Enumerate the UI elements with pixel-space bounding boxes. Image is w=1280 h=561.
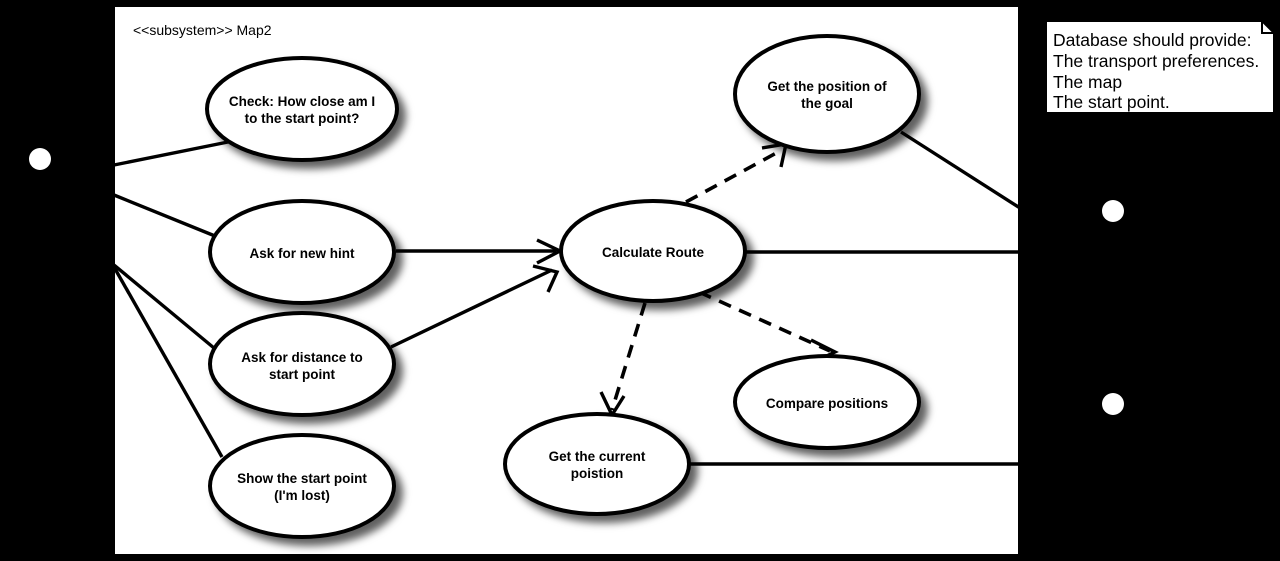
arrowhead-distance-calculate [532, 264, 560, 293]
use-case-label-line-1: Ask for new hint [249, 246, 355, 261]
use-case-label-line-1: Check: How close am I [229, 94, 375, 109]
use-case-ellipse[interactable] [733, 354, 921, 450]
use-case-label-line-2: (I'm lost) [274, 488, 330, 503]
use-case-ellipse[interactable] [559, 199, 747, 303]
use-case-ellipse[interactable] [208, 199, 396, 305]
use-case-check-how-close[interactable]: Check: How close am I to the start point… [205, 56, 399, 162]
use-case-label-line-1: Calculate Route [602, 245, 705, 260]
actor-dot-right-upper[interactable] [1102, 200, 1124, 222]
use-case-get-position-goal[interactable]: Get the position of the goal [733, 34, 921, 154]
use-case-label-line-1: Compare positions [766, 396, 888, 411]
use-case-ellipse[interactable] [208, 311, 396, 417]
include-calculate-currentpos [610, 302, 647, 411]
assoc-distance-calculate [390, 268, 553, 349]
use-case-label-line-1: Get the current [549, 449, 646, 464]
use-case-label-line-2: poistion [571, 466, 624, 481]
use-case-label-line-2: to the start point? [245, 111, 360, 126]
assoc-check-left [113, 140, 229, 167]
use-case-show-start-point[interactable]: Show the start point (I'm lost) [208, 433, 396, 539]
assoc-showstart-left [112, 266, 224, 458]
use-case-calculate-route[interactable]: Calculate Route [559, 199, 747, 303]
assoc-hint-left [113, 193, 216, 238]
use-case-get-current-position[interactable]: Get the current poistion [503, 412, 691, 516]
note-body[interactable] [1045, 20, 1275, 114]
note-database-requirements[interactable]: Database should provide: The transport p… [1045, 18, 1277, 114]
note-line-4: The start point. [1053, 92, 1170, 112]
use-case-label-line-2: the goal [801, 96, 853, 111]
note-fold-icon [1261, 18, 1277, 34]
include-calculate-goal [685, 149, 781, 204]
association-lines [112, 130, 1021, 466]
actor-dot-right-lower[interactable] [1102, 393, 1124, 415]
use-case-ellipse[interactable] [205, 56, 399, 162]
note-line-2: The transport preferences. [1053, 51, 1259, 71]
use-case-label-line-1: Get the position of [767, 79, 887, 94]
use-case-label-line-1: Ask for distance to [241, 350, 363, 365]
include-relations [610, 149, 831, 411]
note-line-1: Database should provide: [1053, 30, 1251, 50]
assoc-goal-right [900, 130, 1021, 210]
actor-dots [29, 148, 1124, 415]
subsystem-label: <<subsystem>> Map2 [133, 22, 272, 38]
use-case-label-line-2: start point [269, 367, 336, 382]
note-line-3: The map [1053, 72, 1122, 92]
use-case-ellipse[interactable] [208, 433, 396, 539]
use-case-compare-positions[interactable]: Compare positions [733, 354, 921, 450]
assoc-distance-left [112, 263, 216, 350]
use-case-ask-for-new-hint[interactable]: Ask for new hint [208, 199, 396, 305]
use-case-nodes: Check: How close am I to the start point… [205, 34, 921, 539]
use-case-ellipse[interactable] [503, 412, 691, 516]
use-case-ellipse[interactable] [733, 34, 921, 154]
use-case-ask-for-distance[interactable]: Ask for distance to start point [208, 311, 396, 417]
use-case-label-line-1: Show the start point [237, 471, 367, 486]
actor-dot-left[interactable] [29, 148, 51, 170]
include-calculate-compare [698, 290, 831, 353]
